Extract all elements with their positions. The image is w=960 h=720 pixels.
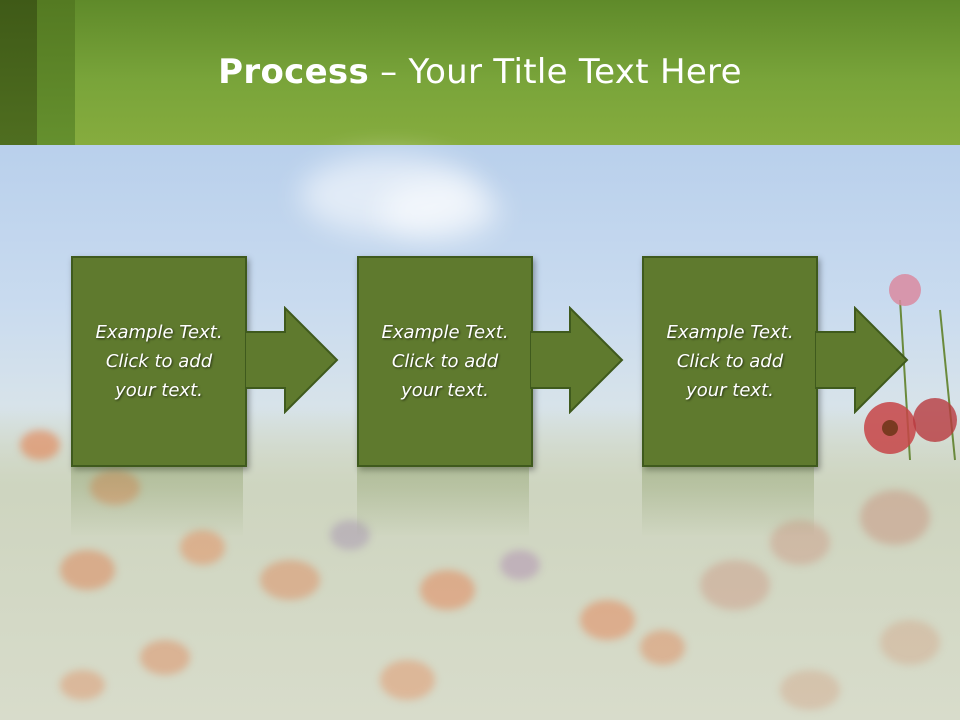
- process-step-2[interactable]: Example Text. Click to add your text.: [357, 256, 533, 467]
- header-accent-strip: [37, 0, 75, 145]
- cloud: [380, 180, 500, 240]
- title-bold: Process: [218, 52, 370, 92]
- box-reflection: [357, 467, 529, 537]
- arrow-icon: [530, 306, 624, 414]
- title-bar: Process – Your Title Text Here: [0, 0, 960, 145]
- title-rest: – Your Title Text Here: [369, 52, 742, 92]
- box-reflection: [71, 467, 243, 537]
- step-text: Example Text. Click to add your text.: [95, 322, 223, 401]
- process-step-1[interactable]: Example Text. Click to add your text.: [71, 256, 247, 467]
- slide-title[interactable]: Process – Your Title Text Here: [0, 52, 960, 92]
- step-text: Example Text. Click to add your text.: [381, 322, 509, 401]
- box-reflection: [642, 467, 814, 537]
- process-step-3[interactable]: Example Text. Click to add your text.: [642, 256, 818, 467]
- arrow-icon: [815, 306, 909, 414]
- header-accent-strip: [0, 0, 37, 145]
- arrow-icon: [245, 306, 339, 414]
- step-text: Example Text. Click to add your text.: [666, 322, 794, 401]
- flower-decoration: [864, 274, 957, 461]
